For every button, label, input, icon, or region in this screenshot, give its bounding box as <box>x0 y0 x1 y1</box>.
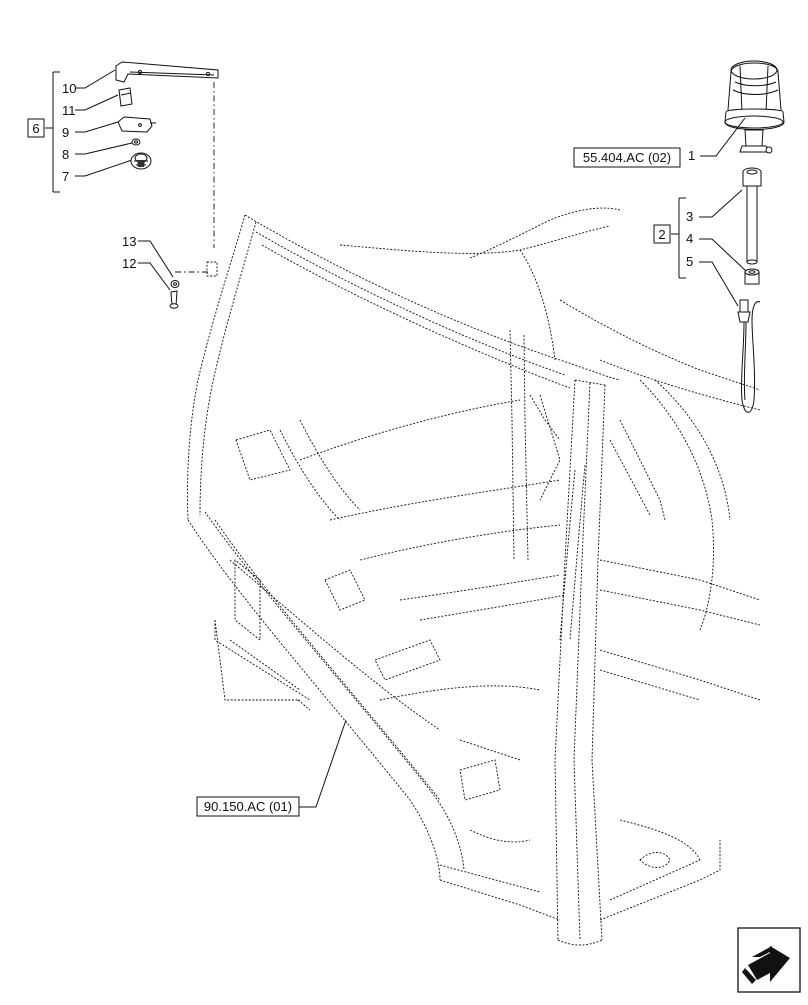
part-7-knob <box>130 152 152 170</box>
group-2-label: 2 <box>658 227 665 242</box>
group-right-bracket <box>671 197 686 279</box>
leader-10 <box>75 69 116 89</box>
part-5-cable <box>737 299 761 413</box>
leader-11 <box>75 94 119 111</box>
leader-3 <box>699 189 743 218</box>
part-11-spacer <box>118 87 133 107</box>
item-10-number: 10 <box>62 81 76 96</box>
part-10-bracket <box>115 61 219 83</box>
navigation-arrow-icon <box>737 927 801 993</box>
item-3-number: 3 <box>686 209 693 224</box>
item-1-number: 1 <box>688 148 695 163</box>
part-9-clip <box>117 116 156 133</box>
cab-frame-drawing <box>187 207 761 946</box>
ref-cab-frame-label: 90.150.AC (01) <box>204 799 292 814</box>
part-1-beacon <box>724 60 785 154</box>
leader-cab-frame <box>299 719 347 808</box>
item-13-number: 13 <box>122 234 136 249</box>
part-12-screw <box>169 290 179 309</box>
item-9-number: 9 <box>62 125 69 140</box>
group-6-box <box>27 118 45 138</box>
part-4-sleeve <box>744 268 760 285</box>
item-11-number: 11 <box>62 103 76 118</box>
item-12-number: 12 <box>122 256 136 271</box>
ref-beacon-label: 55.404.AC (02) <box>583 150 671 165</box>
item-7-number: 7 <box>62 169 69 184</box>
leader-7 <box>75 159 133 177</box>
item-4-number: 4 <box>686 231 693 246</box>
group-2-box <box>653 224 671 244</box>
leader-8 <box>75 142 133 155</box>
group-6-label: 6 <box>32 121 39 136</box>
leader-9 <box>75 121 119 133</box>
group-left-bracket <box>45 71 60 193</box>
leader-13 <box>138 240 174 278</box>
leader-12 <box>138 262 171 291</box>
ref-beacon-box <box>573 147 681 168</box>
leader-4 <box>699 238 748 273</box>
part-3-mast <box>742 167 762 265</box>
item-5-number: 5 <box>686 254 693 269</box>
part-13-washer <box>170 280 180 288</box>
part-8-washer <box>131 138 141 146</box>
leader-1 <box>700 117 746 157</box>
leader-5 <box>699 261 739 307</box>
item-8-number: 8 <box>62 147 69 162</box>
